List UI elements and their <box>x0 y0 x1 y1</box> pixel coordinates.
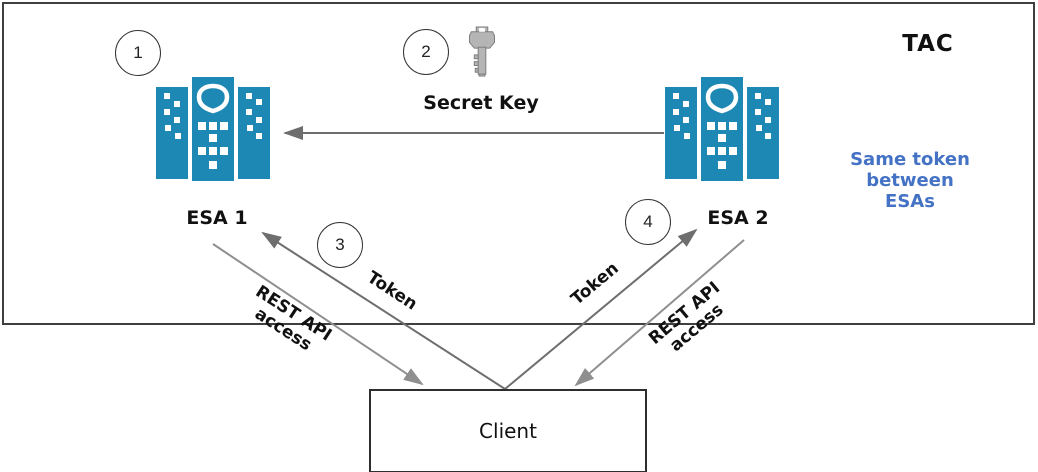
step-circle-2: 2 <box>403 29 449 75</box>
step-circle-3: 3 <box>317 222 363 268</box>
esa1-label: ESA 1 <box>186 207 248 229</box>
esa1-appliance-icon <box>156 77 270 181</box>
client-node: Client <box>369 389 647 472</box>
same-token-note: Same token between ESAs <box>850 149 970 212</box>
step-circle-1: 1 <box>115 30 161 76</box>
step-number-4: 4 <box>643 212 653 231</box>
step-number-1: 1 <box>133 43 143 62</box>
tac-label: TAC <box>902 31 954 57</box>
step-circle-4: 4 <box>625 199 671 245</box>
step-number-2: 2 <box>421 42 431 61</box>
key-icon <box>469 26 495 77</box>
esa2-label: ESA 2 <box>707 207 769 229</box>
client-label: Client <box>479 419 537 443</box>
esa2-appliance-icon <box>665 77 779 181</box>
secret-key-label: Secret Key <box>423 92 539 114</box>
step-number-3: 3 <box>335 235 345 254</box>
